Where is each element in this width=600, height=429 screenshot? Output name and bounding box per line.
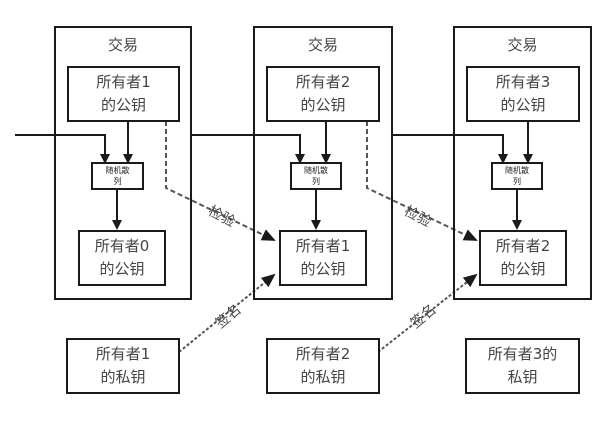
sign-line-2 [377, 273, 478, 353]
current-owner-pubkey-box-2: 所有者1 的公钥 [279, 230, 367, 286]
hash-label: 随机散 列 [505, 166, 529, 186]
prev-owner-pubkey-box-2: 所有者2 的公钥 [266, 66, 380, 122]
prev-owner-pubkey-box-1: 所有者1 的公钥 [67, 66, 180, 122]
private-key-box-3: 所有者3的 私钥 [465, 338, 580, 394]
current-owner-pubkey-label: 所有者0 的公钥 [94, 237, 150, 278]
current-owner-pubkey-box-1: 所有者0 的公钥 [78, 230, 166, 286]
private-key-box-1: 所有者1 的私钥 [66, 338, 180, 394]
chain-line-1 [190, 134, 305, 164]
transaction-block-1: 交易 [54, 26, 192, 300]
hash-label: 随机散 列 [304, 166, 328, 186]
sign-line-1 [178, 273, 276, 353]
prev-owner-pubkey-label: 所有者1 的公钥 [96, 73, 151, 114]
current-owner-pubkey-label: 所有者1 的公钥 [295, 237, 351, 278]
transaction-title: 交易 [307, 36, 338, 54]
verify-line-2 [366, 121, 478, 241]
transaction-title: 交易 [507, 36, 538, 54]
current-owner-pubkey-box-3: 所有者2 的公钥 [479, 230, 567, 286]
hash-box-2: 随机散 列 [290, 162, 342, 190]
private-key-box-2: 所有者2 的私钥 [266, 338, 380, 394]
private-key-label: 所有者3的 私钥 [487, 345, 558, 386]
transaction-title: 交易 [107, 36, 138, 54]
chain-line-0 [15, 134, 110, 164]
verify-line-1 [165, 121, 276, 241]
hash-box-3: 随机散 列 [491, 162, 543, 190]
prev-owner-pubkey-label: 所有者3 的公钥 [495, 73, 551, 114]
private-key-label: 所有者2 的私钥 [295, 345, 351, 386]
prev-owner-pubkey-label: 所有者2 的公钥 [295, 73, 351, 114]
chain-line-2 [391, 134, 508, 164]
hash-box-1: 随机散 列 [91, 162, 144, 190]
transaction-block-2: 交易 [253, 26, 393, 300]
hash-label: 随机散 列 [105, 166, 130, 186]
current-owner-pubkey-label: 所有者2 的公钥 [495, 237, 551, 278]
transaction-block-3: 交易 [453, 26, 592, 300]
prev-owner-pubkey-box-3: 所有者3 的公钥 [466, 66, 580, 122]
private-key-label: 所有者1 的私钥 [95, 345, 151, 386]
